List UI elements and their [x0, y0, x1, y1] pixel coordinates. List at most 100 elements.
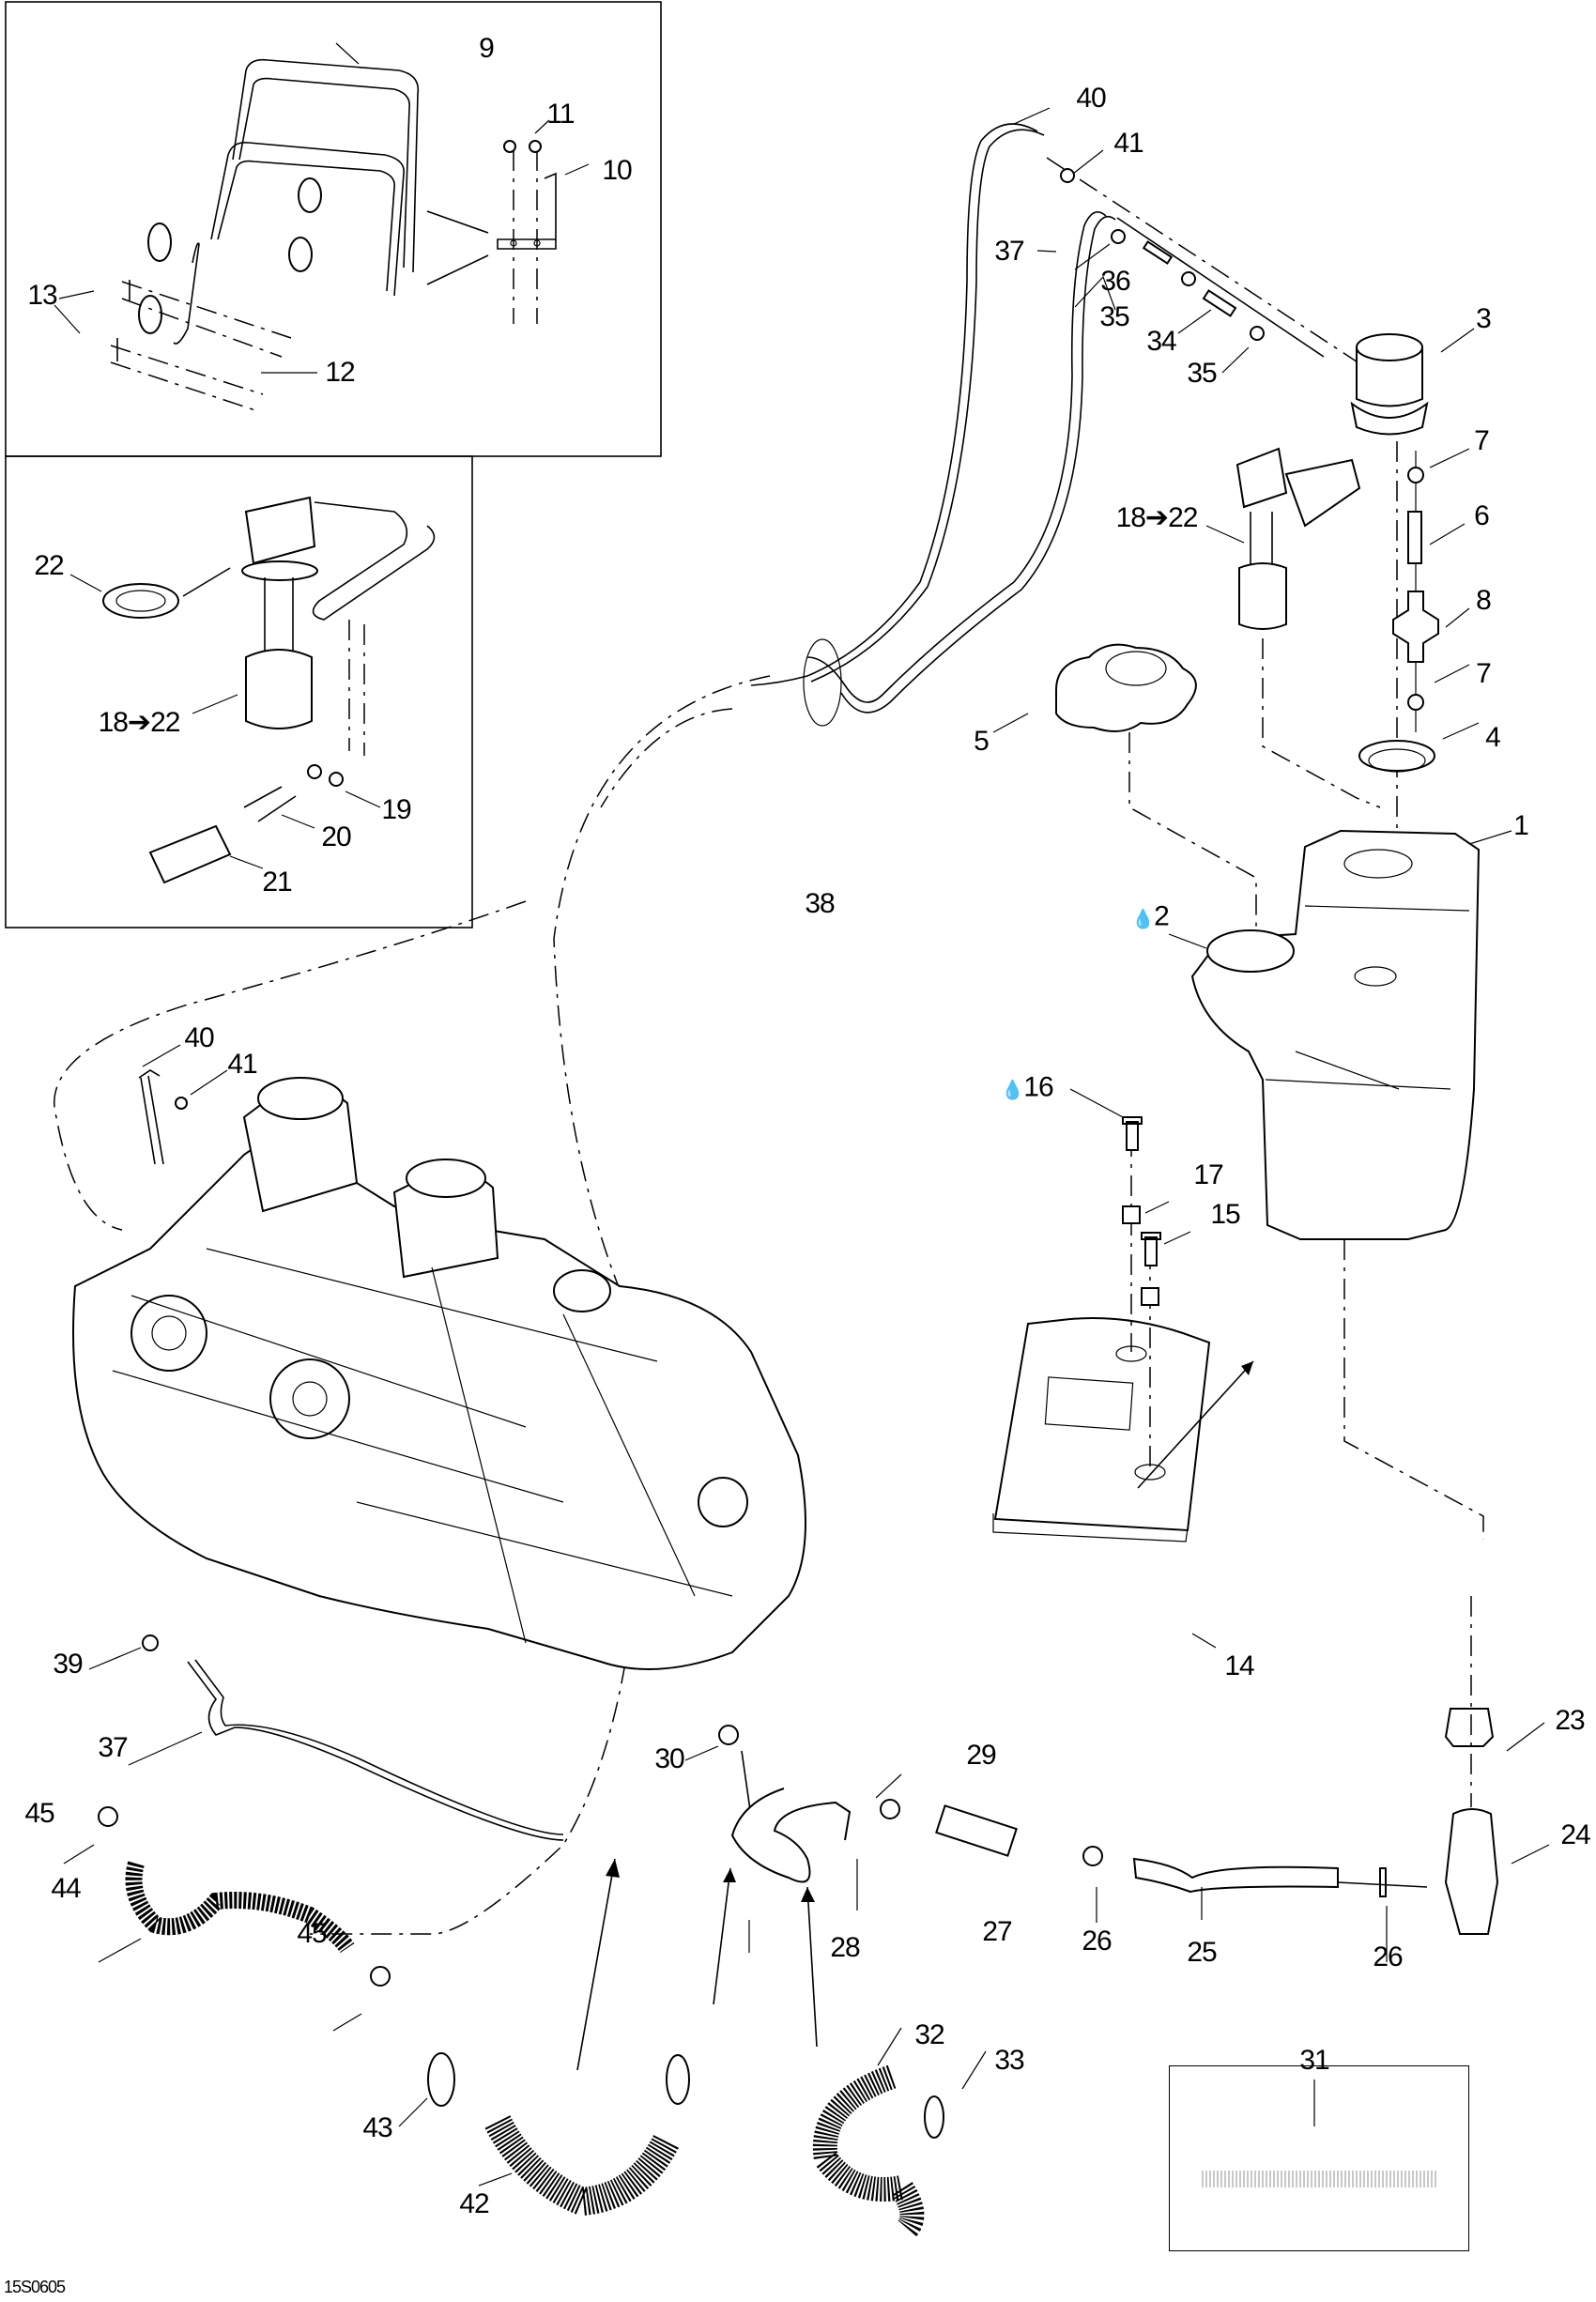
callout-22-inset: 22: [34, 550, 64, 581]
clamp-45a: [98, 1806, 118, 1827]
callout-leaders-vent: [1013, 107, 1475, 374]
engine-block: [72, 1077, 806, 1670]
dashed-routing-line-1: [54, 900, 527, 1231]
callout-3: 3: [1476, 303, 1492, 334]
callout-26a: 26: [1082, 1926, 1112, 1957]
callout-36: 36: [1100, 266, 1130, 297]
callout-2: 💧2: [1131, 900, 1170, 932]
clamp-7b: [1407, 694, 1424, 711]
callout-27: 27: [982, 1916, 1012, 1947]
callout-43: 43: [362, 2112, 392, 2143]
callout-40: 40: [1076, 83, 1106, 114]
clamp-30: [718, 1725, 739, 1745]
vent-cap-3: [1350, 333, 1429, 436]
callout-18-22-inset: 18➔22: [98, 707, 181, 738]
oil-tank-1: [1190, 829, 1481, 1240]
callout-44: 44: [51, 1873, 81, 1904]
callout-4: 4: [1485, 722, 1501, 753]
oil-hose-28: [730, 1788, 852, 1883]
arrow-tray-to-tank: [1137, 1360, 1254, 1489]
clamp-41: [1060, 168, 1075, 183]
axis-line-cap: [1128, 732, 1257, 929]
clamp-26a: [1082, 1846, 1103, 1866]
drain-hose-44: [125, 1861, 355, 1954]
hose-junction-ring: [803, 638, 842, 727]
axis-lines-tray: [1130, 1136, 1151, 1469]
clamp-33: [924, 2095, 944, 2139]
callout-41-lower: 41: [227, 1049, 257, 1080]
callout-42: 42: [459, 2188, 489, 2219]
level-sensor-drawing: [102, 496, 436, 884]
oil-drop-icon: 💧: [1001, 1080, 1024, 1101]
callout-38: 38: [805, 888, 835, 919]
callout-45a: 45: [24, 1798, 54, 1829]
callout-33: 33: [994, 2045, 1024, 2076]
callout-1: 1: [1513, 810, 1529, 841]
callout-24: 24: [1560, 1819, 1590, 1850]
callout-25: 25: [1187, 1937, 1217, 1968]
callout-17: 17: [1193, 1159, 1223, 1190]
vent-hose-40: [750, 123, 1038, 686]
tank-neck-2: [1206, 929, 1295, 973]
callout-6: 6: [1474, 500, 1490, 531]
callout-14: 14: [1224, 1650, 1254, 1681]
vent-axis-line: [1046, 157, 1372, 372]
clamp-45b: [370, 1966, 391, 1987]
callout-39: 39: [53, 1649, 83, 1680]
figure-code: 15S0605: [4, 2278, 66, 2296]
clamp-43: [427, 2052, 455, 2107]
callout-11: 11: [546, 99, 575, 130]
callout-5: 5: [974, 726, 990, 757]
filler-cap-5: [1055, 643, 1197, 732]
callout-23: 23: [1555, 1705, 1585, 1736]
callout-32: 32: [914, 2019, 944, 2050]
callout-15: 15: [1210, 1199, 1240, 1230]
decal-31: [1202, 2171, 1438, 2187]
grommet-23: [1444, 1708, 1495, 1747]
callout-37-lower: 37: [98, 1732, 128, 1763]
callout-29: 29: [966, 1740, 996, 1771]
callout-35a: 35: [1099, 301, 1129, 332]
grommet-39: [142, 1634, 159, 1651]
callout-28: 28: [830, 1932, 860, 1963]
callout-13: 13: [27, 280, 57, 311]
callout-26b: 26: [1373, 1941, 1403, 1972]
callout-37: 37: [994, 236, 1024, 267]
callout-45b: 45: [297, 1918, 327, 1949]
decal-box-31: [1169, 2065, 1469, 2251]
inset-frame-handle: [5, 1, 662, 457]
tray-14: [992, 1317, 1211, 1542]
callout-12: 12: [325, 357, 355, 388]
oil-drop-icon: 💧: [1131, 909, 1155, 930]
callout-18-22: 18➔22: [1115, 502, 1199, 533]
fitting-6: [1407, 511, 1422, 564]
callout-8: 8: [1476, 585, 1492, 616]
callout-35b: 35: [1187, 358, 1217, 389]
vent-hose-37-lower: [187, 1661, 564, 1841]
callout-9: 9: [479, 33, 495, 64]
callout-34: 34: [1146, 326, 1176, 357]
callout-leaders-inset1: [54, 42, 590, 374]
clamp-7a: [1407, 467, 1424, 483]
clamp-29: [880, 1799, 900, 1819]
check-valve-8: [1392, 591, 1439, 663]
callout-7b: 7: [1476, 658, 1492, 689]
callout-30: 30: [654, 1743, 684, 1774]
clamp-26b: [1379, 1867, 1387, 1897]
axis-line-sensor: [1262, 638, 1381, 808]
callout-41: 41: [1113, 128, 1143, 159]
callout-31: 31: [1299, 2045, 1329, 2076]
oil-level-sensor-right: [1235, 447, 1361, 630]
callout-leaders-inset2: [69, 574, 381, 869]
callout-10: 10: [602, 155, 632, 186]
callout-40-lower: 40: [184, 1022, 214, 1053]
inset-frame-sensor: [5, 455, 473, 928]
callout-16: 💧16: [1001, 1071, 1053, 1103]
oil-filter-27: [935, 1804, 1018, 1857]
callout-21: 21: [262, 867, 292, 898]
grommet-4: [1358, 740, 1435, 772]
callout-19: 19: [381, 794, 411, 825]
dashed-routing-line-3: [600, 708, 733, 808]
callout-7a: 7: [1474, 425, 1490, 456]
